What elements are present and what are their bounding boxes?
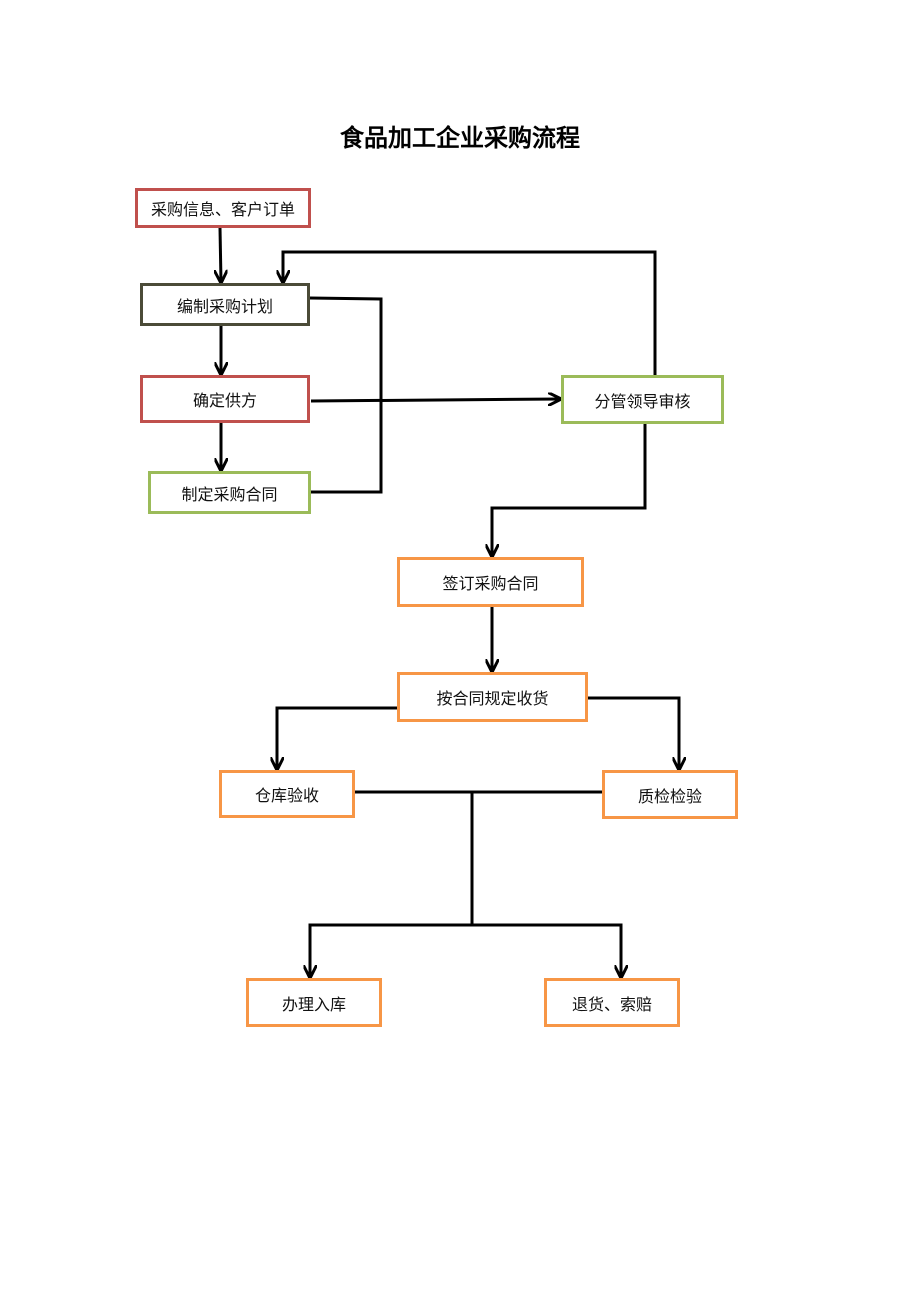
node-storage: 办理入库	[246, 978, 382, 1027]
node-return-claim: 退货、索赔	[544, 978, 680, 1027]
arrow-review-to-plan	[283, 250, 657, 375]
node-label: 退货、索赔	[571, 994, 652, 1014]
arrow-to-return	[472, 923, 621, 977]
node-receive-goods: 按合同规定收货	[397, 672, 588, 722]
page-title: 食品加工企业采购流程	[340, 123, 580, 152]
node-label: 质检检验	[637, 786, 702, 806]
node-label: 制定采购合同	[181, 484, 278, 504]
node-label: 按合同规定收货	[436, 689, 549, 708]
node-label: 签订采购合同	[442, 574, 539, 593]
arrow-review-to-sign	[492, 424, 647, 556]
bracket-plan-draft	[309, 296, 383, 494]
arrow-receive-to-warehouse	[277, 706, 397, 769]
node-label: 办理入库	[281, 994, 346, 1014]
node-warehouse-check: 仓库验收	[219, 770, 355, 818]
node-quality-inspection: 质检检验	[602, 770, 738, 819]
node-draft-contract: 制定采购合同	[148, 471, 311, 514]
node-label: 仓库验收	[254, 786, 319, 805]
node-sign-contract: 签订采购合同	[397, 557, 584, 607]
arrow-info-to-plan	[220, 227, 221, 282]
node-leader-review: 分管领导审核	[561, 375, 724, 424]
node-label: 采购信息、客户订单	[150, 200, 295, 219]
arrow-to-store	[310, 923, 472, 977]
node-determine-supplier: 确定供方	[140, 375, 310, 423]
node-label: 分管领导审核	[594, 391, 691, 411]
node-make-plan: 编制采购计划	[140, 283, 310, 326]
node-label: 编制采购计划	[176, 296, 273, 316]
arrow-receive-to-qc	[588, 696, 679, 769]
node-label: 确定供方	[192, 391, 257, 410]
arrow-supplier-to-review	[310, 399, 560, 401]
node-purchase-info: 采购信息、客户订单	[135, 188, 311, 228]
